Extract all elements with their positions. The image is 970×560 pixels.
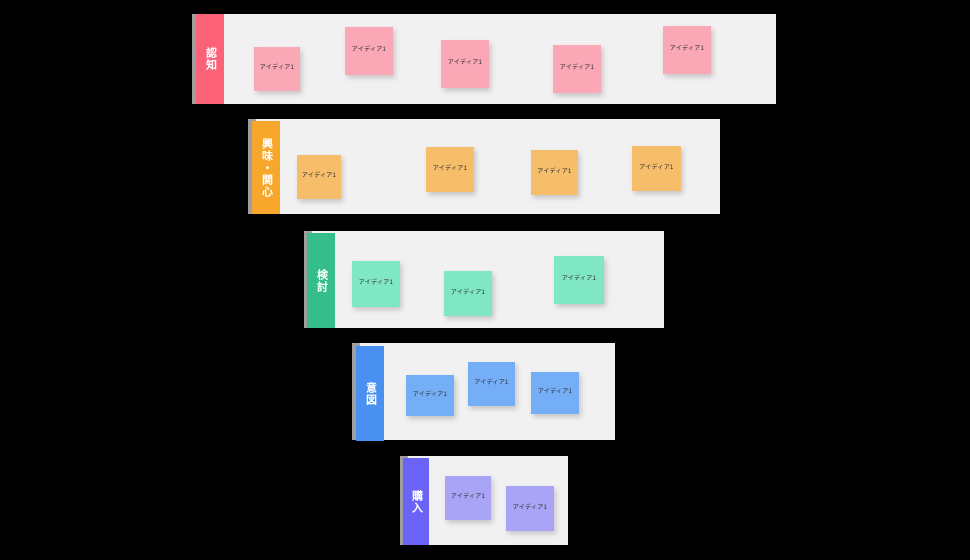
sticky-note[interactable]: アイディア1 bbox=[663, 26, 711, 74]
sticky-note[interactable]: アイディア1 bbox=[345, 27, 393, 75]
sticky-note[interactable]: アイディア1 bbox=[352, 261, 400, 307]
stage-label-interest[interactable]: 興味・関心 bbox=[252, 121, 280, 214]
sticky-note[interactable]: アイディア1 bbox=[445, 476, 491, 520]
sticky-note[interactable]: アイディア1 bbox=[254, 47, 300, 91]
sticky-note[interactable]: アイディア1 bbox=[441, 40, 489, 88]
sticky-note[interactable]: アイディア1 bbox=[468, 362, 515, 406]
sticky-note[interactable]: アイディア1 bbox=[506, 486, 554, 531]
sticky-note[interactable]: アイディア1 bbox=[632, 146, 681, 191]
sticky-note[interactable]: アイディア1 bbox=[297, 155, 341, 199]
sticky-note[interactable]: アイディア1 bbox=[426, 147, 474, 192]
sticky-note[interactable]: アイディア1 bbox=[553, 45, 601, 93]
stage-label-awareness[interactable]: 認知 bbox=[196, 14, 224, 104]
stage-label-intent[interactable]: 意図 bbox=[356, 346, 384, 441]
stage-label-consideration[interactable]: 検討 bbox=[307, 233, 335, 328]
stage-label-purchase[interactable]: 購入 bbox=[403, 458, 429, 545]
sticky-note[interactable]: アイディア1 bbox=[406, 375, 454, 416]
sticky-note[interactable]: アイディア1 bbox=[531, 150, 578, 195]
sticky-note[interactable]: アイディア1 bbox=[444, 271, 492, 316]
sticky-note[interactable]: アイディア1 bbox=[554, 256, 604, 304]
sticky-note[interactable]: アイディア1 bbox=[531, 372, 579, 414]
